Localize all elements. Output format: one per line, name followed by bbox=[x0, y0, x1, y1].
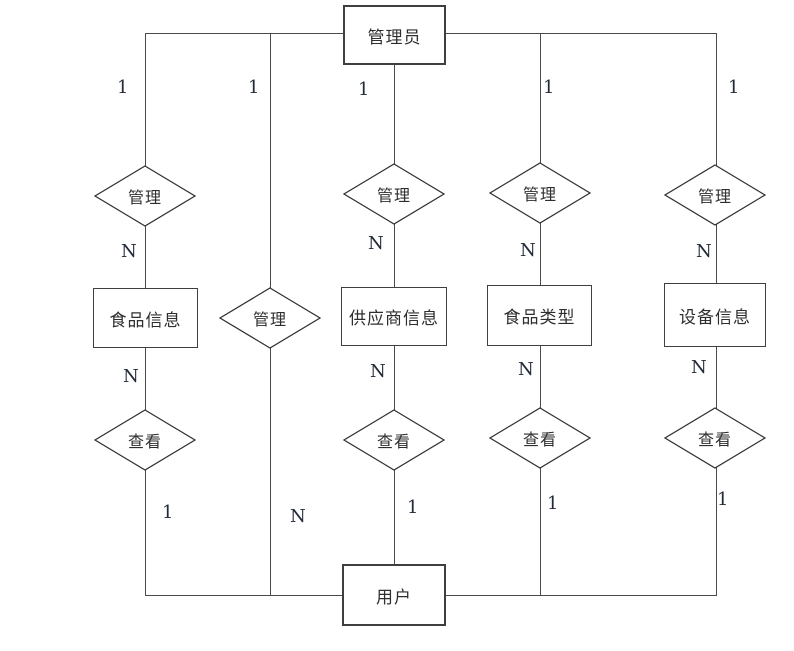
cardinality-admin-user-top: 1 bbox=[248, 77, 260, 98]
diamond-shape bbox=[343, 163, 445, 225]
diamond-shape bbox=[664, 164, 766, 226]
relationship-manage-food-info: 管理 bbox=[94, 165, 196, 227]
relationship-manage-supplier-info: 管理 bbox=[343, 163, 445, 225]
relationship-view-food-type: 查看 bbox=[489, 407, 591, 469]
cardinality-food-info-manage-n: N bbox=[121, 241, 137, 262]
cardinality-supplier-info-manage-n: N bbox=[368, 233, 384, 254]
diamond-shape bbox=[489, 162, 591, 224]
entity-food-type-label: 食品类型 bbox=[503, 308, 576, 328]
cardinality-device-info-top: 1 bbox=[728, 77, 740, 98]
relationship-manage-label: 管理 bbox=[697, 187, 732, 206]
entity-admin: 管理员 bbox=[343, 5, 446, 65]
relationship-manage-label: 管理 bbox=[252, 310, 287, 329]
cardinality-food-type-top: 1 bbox=[543, 77, 555, 98]
entity-food-info-label: 食品信息 bbox=[109, 310, 182, 331]
diamond-shape bbox=[94, 165, 196, 227]
cardinality-food-type-bottom: 1 bbox=[547, 493, 559, 514]
relationship-view-label: 查看 bbox=[127, 432, 162, 451]
cardinality-food-info-view-n: N bbox=[123, 366, 139, 387]
cardinality-supplier-info-view-n: N bbox=[370, 361, 386, 382]
entity-device-info-label: 设备信息 bbox=[679, 307, 751, 328]
relationship-manage-device-info: 管理 bbox=[664, 164, 766, 226]
entity-user-label: 用户 bbox=[376, 587, 412, 608]
diamond-shape bbox=[219, 287, 321, 349]
relationship-manage-label: 管理 bbox=[376, 186, 411, 205]
relationship-view-label: 查看 bbox=[376, 432, 411, 451]
cardinality-device-info-view-n: N bbox=[691, 357, 707, 378]
cardinality-food-info-top: 1 bbox=[117, 77, 129, 98]
diamond-shape bbox=[489, 407, 591, 469]
entity-admin-label: 管理员 bbox=[367, 27, 422, 48]
entity-supplier-info: 供应商信息 bbox=[341, 287, 447, 346]
diamond-shape bbox=[664, 407, 766, 469]
entity-food-type: 食品类型 bbox=[487, 285, 592, 346]
cardinality-device-info-manage-n: N bbox=[696, 241, 712, 262]
relationship-view-supplier-info: 查看 bbox=[343, 409, 445, 471]
cardinality-supplier-info-top: 1 bbox=[358, 79, 370, 100]
entity-supplier-info-label: 供应商信息 bbox=[349, 309, 439, 329]
diamond-shape bbox=[94, 409, 196, 471]
cardinality-supplier-info-bottom: 1 bbox=[407, 497, 419, 518]
entity-food-info: 食品信息 bbox=[93, 288, 198, 348]
entity-user: 用户 bbox=[342, 564, 446, 626]
diamond-shape bbox=[343, 409, 445, 471]
relationship-view-label: 查看 bbox=[697, 430, 732, 449]
cardinality-admin-user-bottom-n: N bbox=[290, 506, 306, 527]
relationship-view-food-info: 查看 bbox=[94, 409, 196, 471]
cardinality-food-type-manage-n: N bbox=[520, 240, 536, 261]
relationship-view-device-info: 查看 bbox=[664, 407, 766, 469]
cardinality-device-info-bottom: 1 bbox=[717, 489, 729, 510]
relationship-manage-food-type: 管理 bbox=[489, 162, 591, 224]
relationship-manage-label: 管理 bbox=[522, 185, 557, 204]
relationship-admin-manages-user: 管理 bbox=[219, 287, 321, 349]
cardinality-food-type-view-n: N bbox=[518, 359, 534, 380]
cardinality-food-info-bottom: 1 bbox=[162, 502, 174, 523]
entity-device-info: 设备信息 bbox=[664, 283, 766, 347]
relationship-view-label: 查看 bbox=[522, 430, 557, 449]
relationship-manage-label: 管理 bbox=[127, 188, 162, 207]
